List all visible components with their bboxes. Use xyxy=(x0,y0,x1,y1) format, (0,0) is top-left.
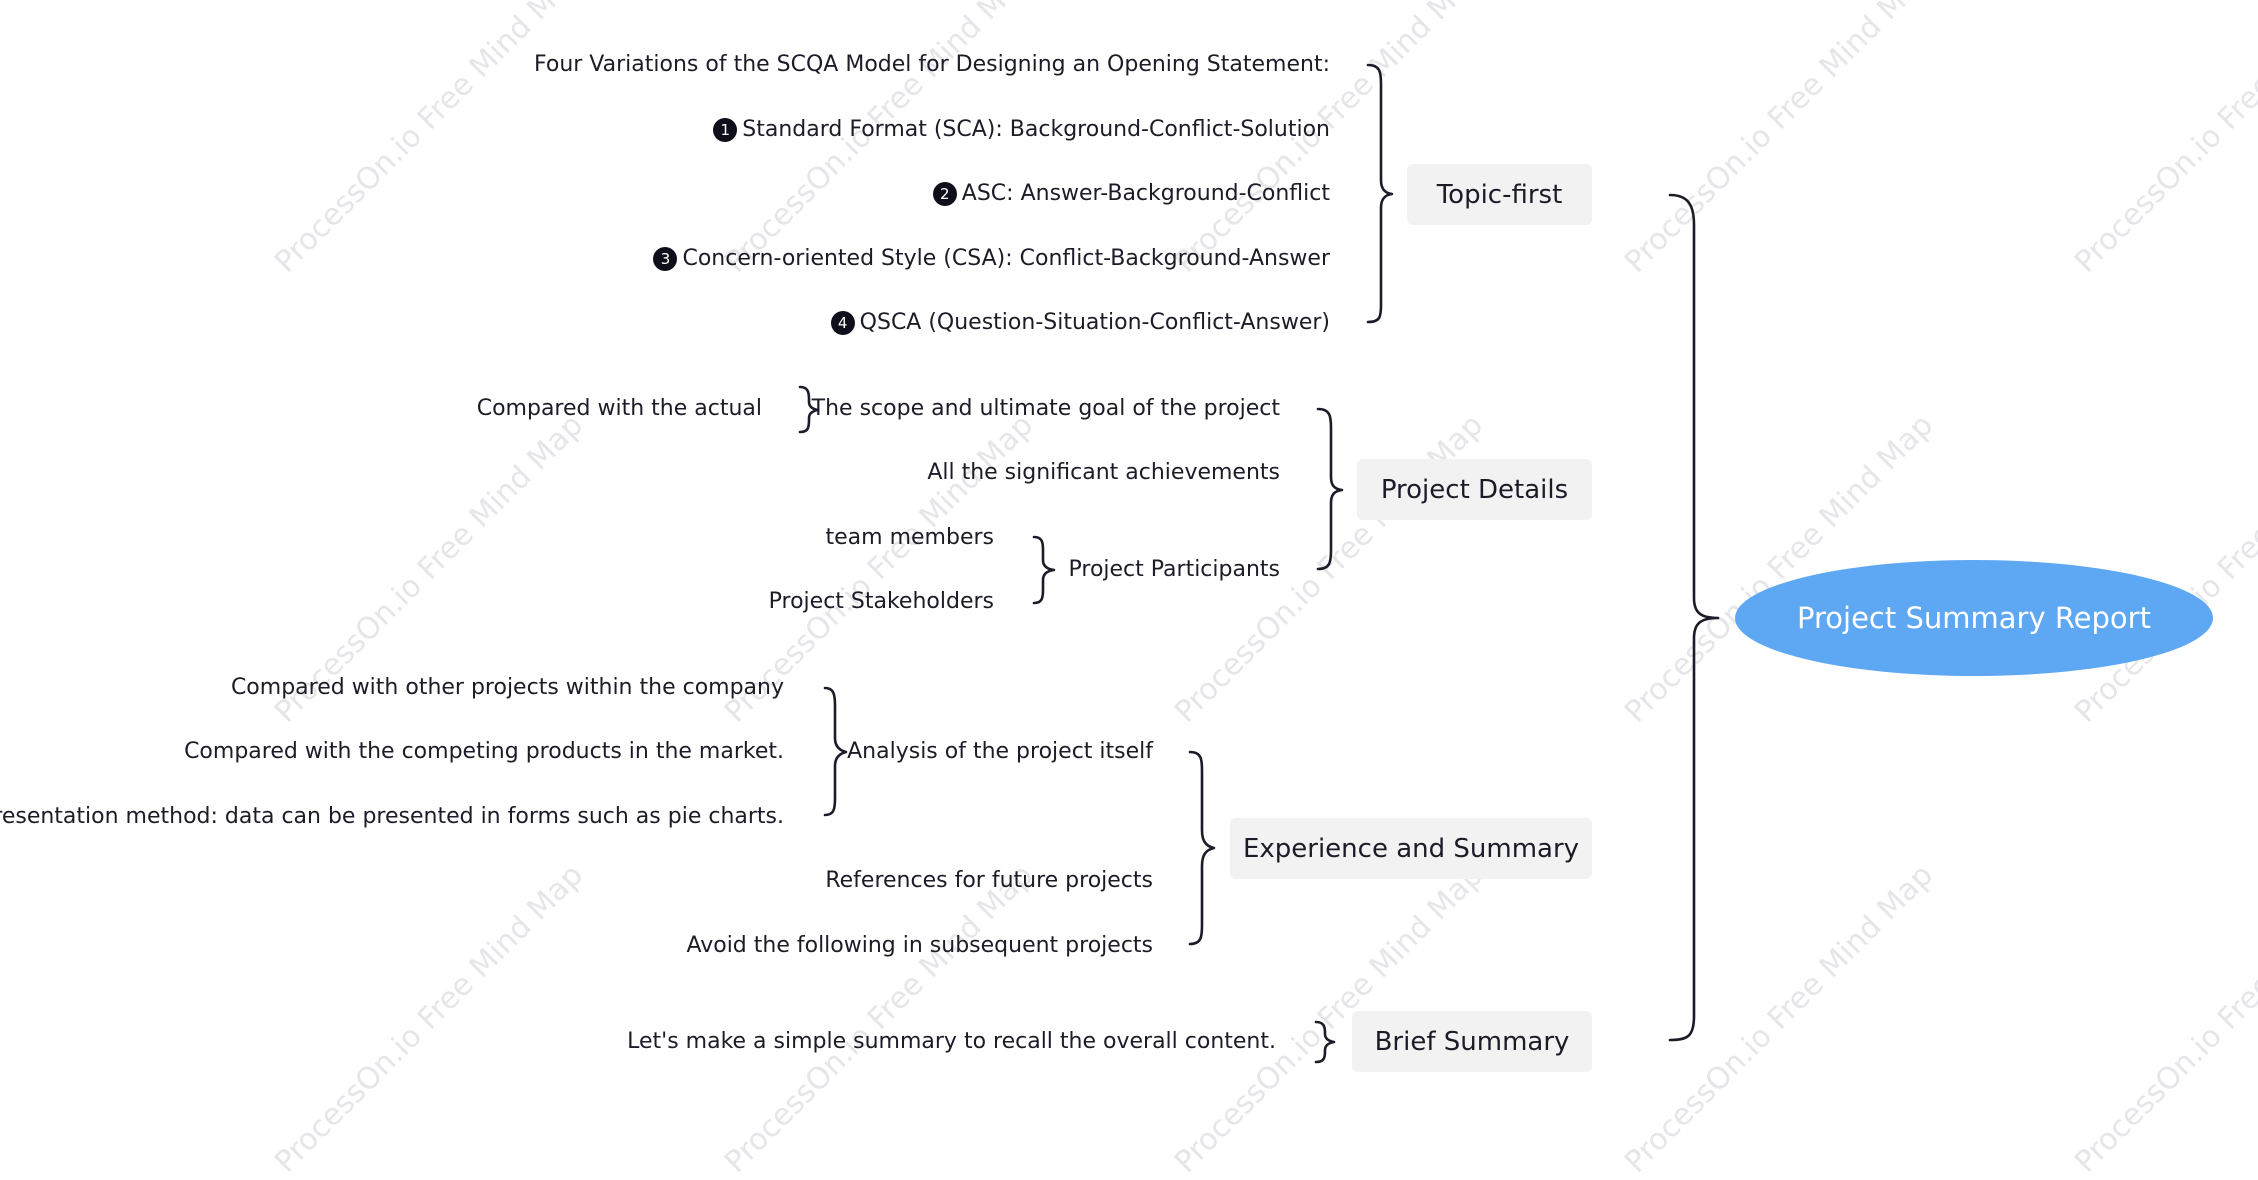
topic-first-item-text: Concern-oriented Style (CSA): Conflict-B… xyxy=(682,246,1330,271)
references-text: References for future projects xyxy=(825,868,1153,893)
avoid-node[interactable]: Avoid the following in subsequent projec… xyxy=(686,931,1153,961)
participants-text: Project Participants xyxy=(1068,557,1281,582)
team-members-node[interactable]: team members xyxy=(826,523,994,553)
experience-summary-label: Experience and Summary xyxy=(1242,833,1580,864)
analysis-child-node[interactable]: Compared with the competing products in … xyxy=(184,737,784,767)
topic-first-item[interactable]: 3 Concern-oriented Style (CSA): Conflict… xyxy=(653,244,1330,274)
topic-first-label: Topic-first xyxy=(1436,179,1563,210)
analysis-child-text: Compared with other projects within the … xyxy=(230,675,784,700)
project-details-node[interactable]: Project Details xyxy=(1357,459,1592,520)
project-details-label: Project Details xyxy=(1380,474,1569,505)
number-badge-icon: 4 xyxy=(830,311,855,335)
topic-first-item[interactable]: 1 Standard Format (SCA): Background-Conf… xyxy=(713,115,1330,145)
number-badge-icon: 1 xyxy=(713,118,738,142)
analysis-child-text: Presentation method: data can be present… xyxy=(0,804,784,829)
brief-child-node[interactable]: Let's make a simple summary to recall th… xyxy=(627,1027,1276,1057)
analysis-node[interactable]: Analysis of the project itself xyxy=(847,737,1153,767)
topic-first-item-text: Standard Format (SCA): Background-Confli… xyxy=(742,117,1330,142)
brief-summary-node[interactable]: Brief Summary xyxy=(1352,1011,1592,1072)
number-badge-icon: 2 xyxy=(932,182,957,206)
topic-first-item-text: ASC: Answer-Background-Conflict xyxy=(961,181,1330,206)
scope-goal-node[interactable]: The scope and ultimate goal of the proje… xyxy=(812,394,1280,424)
topic-first-item[interactable]: 2 ASC: Answer-Background-Conflict xyxy=(932,179,1330,209)
participants-brace xyxy=(1032,535,1056,605)
topic-first-brace xyxy=(1366,63,1394,324)
analysis-child-node[interactable]: Compared with other projects within the … xyxy=(231,673,784,703)
brief-summary-label: Brief Summary xyxy=(1374,1026,1570,1057)
root-brace xyxy=(1668,193,1720,1042)
scope-goal-text: The scope and ultimate goal of the proje… xyxy=(811,396,1280,421)
topic-first-node[interactable]: Topic-first xyxy=(1407,164,1592,225)
root-label: Project Summary Report xyxy=(1797,601,2151,635)
compared-actual-node[interactable]: Compared with the actual xyxy=(477,394,762,424)
analysis-child-node[interactable]: Presentation method: data can be present… xyxy=(0,802,784,832)
topic-first-item-text: Four Variations of the SCQA Model for De… xyxy=(534,52,1330,77)
achievements-node[interactable]: All the significant achievements xyxy=(927,458,1280,488)
references-node[interactable]: References for future projects xyxy=(825,866,1153,896)
analysis-brace xyxy=(823,686,848,817)
brief-child-text: Let's make a simple summary to recall th… xyxy=(627,1029,1276,1054)
connector-lines xyxy=(798,63,1720,1064)
participants-node[interactable]: Project Participants xyxy=(1069,555,1281,585)
analysis-child-text: Compared with the competing products in … xyxy=(184,739,784,764)
topic-first-item[interactable]: Four Variations of the SCQA Model for De… xyxy=(534,50,1330,80)
avoid-text: Avoid the following in subsequent projec… xyxy=(686,933,1153,958)
team-members-text: team members xyxy=(825,525,994,550)
achievements-text: All the significant achievements xyxy=(927,460,1280,485)
root-node[interactable]: Project Summary Report xyxy=(1735,560,2213,676)
stakeholders-node[interactable]: Project Stakeholders xyxy=(769,587,994,617)
analysis-text: Analysis of the project itself xyxy=(847,739,1153,764)
experience-summary-node[interactable]: Experience and Summary xyxy=(1230,818,1592,879)
compared-actual-text: Compared with the actual xyxy=(476,396,762,421)
stakeholders-text: Project Stakeholders xyxy=(768,589,994,614)
project-details-brace xyxy=(1316,407,1344,571)
topic-first-item[interactable]: 4 QSCA (Question-Situation-Conflict-Answ… xyxy=(830,308,1330,338)
number-badge-icon: 3 xyxy=(653,247,678,271)
scope-brace xyxy=(798,385,820,434)
experience-brace xyxy=(1188,750,1216,946)
topic-first-item-text: QSCA (Question-Situation-Conflict-Answer… xyxy=(859,310,1330,335)
brief-brace xyxy=(1314,1020,1336,1064)
